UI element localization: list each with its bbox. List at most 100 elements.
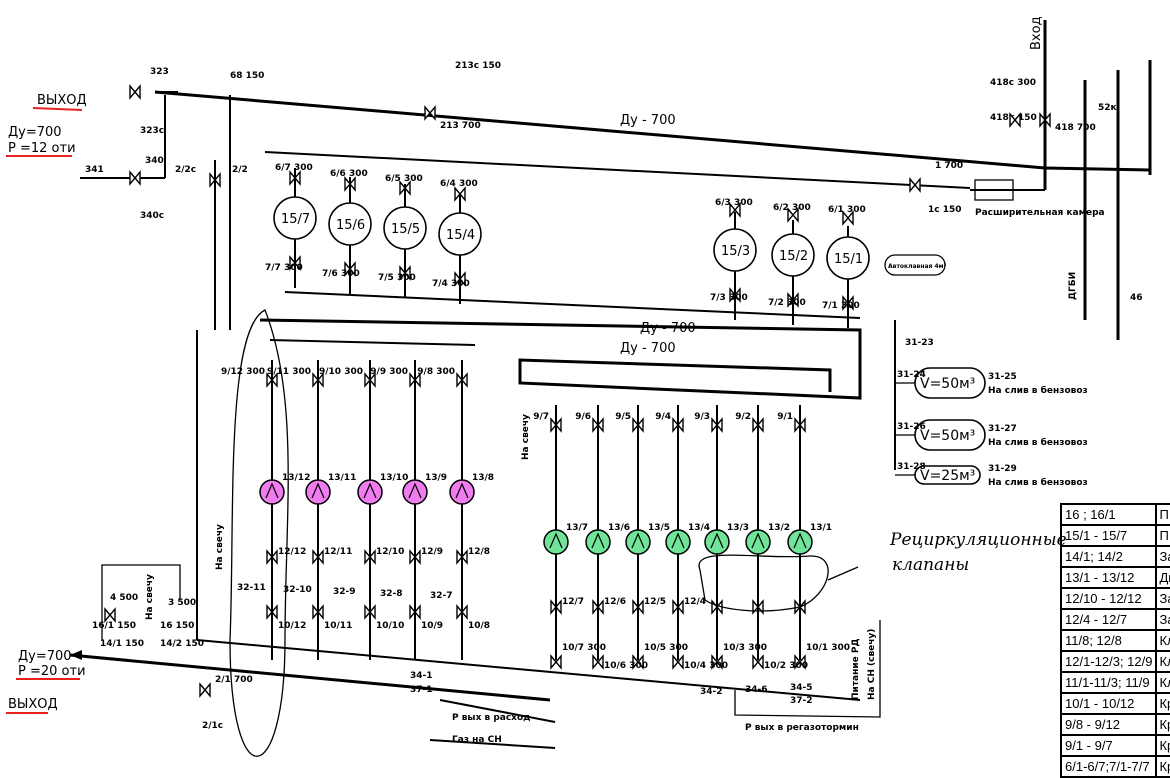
valve-9-label: 9/3 (694, 412, 710, 422)
control-valve-icon[interactable] (424, 105, 436, 121)
valve-6-icon[interactable] (344, 176, 356, 192)
pink-group-outline (229, 309, 289, 757)
valve-12-icon[interactable] (752, 599, 764, 615)
valve-9-label: 9/4 (655, 412, 671, 422)
valve-10-icon[interactable] (266, 604, 278, 620)
legend-description: Дн (1155, 566, 1170, 589)
legend-description: Кл (1155, 671, 1170, 694)
valve-10-icon[interactable] (794, 654, 806, 670)
valve-tag: 341 (85, 165, 104, 175)
control-valve-icon[interactable] (209, 172, 221, 188)
outlet-label-bottom: ВЫХОД (8, 697, 58, 712)
pump-arrow-icon (793, 532, 807, 549)
tank-15-2[interactable] (771, 233, 815, 277)
valve-10-icon[interactable] (456, 604, 468, 620)
valve-12-icon[interactable] (409, 549, 421, 565)
legend-range: 9/8 - 9/12 (1059, 713, 1158, 736)
tank-header-top (264, 151, 971, 189)
handwritten-note-line-2: клапаны (892, 555, 969, 575)
pump-label: 13/9 (425, 473, 447, 483)
loop-pipe-du700 (259, 318, 862, 400)
valve-10-icon[interactable] (592, 654, 604, 670)
tank-15-6[interactable] (328, 202, 372, 246)
valve-7-icon[interactable] (454, 271, 466, 287)
valve-7-icon[interactable] (344, 261, 356, 277)
valve-12-label: 12/4 (684, 597, 706, 607)
valve-6-icon[interactable] (842, 210, 854, 226)
valve-7-icon[interactable] (399, 265, 411, 281)
control-valve-icon[interactable] (104, 607, 116, 623)
vessel-outlet-tag: 31-29 (988, 464, 1017, 474)
vessel-outlet-tag: 31-25 (988, 372, 1017, 382)
valve-9-icon[interactable] (632, 417, 644, 433)
valve-9-icon[interactable] (364, 372, 376, 388)
valve-12-icon[interactable] (312, 549, 324, 565)
control-valve-icon[interactable] (1009, 112, 1021, 128)
valve-9-icon[interactable] (711, 417, 723, 433)
tank-15-3[interactable] (713, 228, 757, 272)
vessel-inlet-tag: 31-28 (897, 462, 926, 472)
valve-tag: 34-6 (745, 685, 768, 695)
valve-9-label: 9/2 (735, 412, 751, 422)
valve-12-icon[interactable] (266, 549, 278, 565)
valve-tag: 6/3 300 (715, 198, 753, 208)
valve-6-icon[interactable] (454, 186, 466, 202)
tank-15-4[interactable] (438, 212, 482, 256)
flare-label-1: На свечу (215, 524, 225, 570)
valve-9-icon[interactable] (592, 417, 604, 433)
valve-12-label: 12/11 (324, 547, 352, 557)
valve-9-icon[interactable] (794, 417, 806, 433)
valve-10-icon[interactable] (711, 654, 723, 670)
valve-tag: 323с (140, 126, 164, 136)
valve-10-icon[interactable] (550, 654, 562, 670)
tank-15-5[interactable] (383, 206, 427, 250)
pump-label: 13/5 (648, 523, 670, 533)
valve-10-icon[interactable] (312, 604, 324, 620)
tank-15-1[interactable] (826, 236, 870, 280)
valve-9-icon[interactable] (409, 372, 421, 388)
valve-9-icon[interactable] (672, 417, 684, 433)
valve-7-icon[interactable] (289, 255, 301, 271)
legend-row: 12/1-12/3; 12/9Кл (1059, 650, 1170, 673)
valve-10-icon[interactable] (632, 654, 644, 670)
valve-6-icon[interactable] (787, 207, 799, 223)
control-valve-icon[interactable] (1039, 112, 1051, 128)
pump-arrow-icon (710, 532, 724, 549)
pipe-bypass (101, 564, 181, 640)
legend-range: 11/1-11/3; 11/9 (1059, 671, 1158, 694)
valve-9-label: 9/9 300 (370, 367, 408, 377)
valve-6-icon[interactable] (399, 180, 411, 196)
valve-10-icon[interactable] (672, 654, 684, 670)
valve-12-icon[interactable] (364, 549, 376, 565)
valve-10-icon[interactable] (364, 604, 376, 620)
tank-15-7[interactable] (273, 196, 317, 240)
valve-9-icon[interactable] (550, 417, 562, 433)
valve-tag: 7/1 300 (822, 301, 860, 311)
valve-12-icon[interactable] (456, 549, 468, 565)
valve-12-icon[interactable] (592, 599, 604, 615)
valve-7-icon[interactable] (842, 295, 854, 311)
legend-row: 11/1-11/3; 11/9Кл (1059, 671, 1170, 694)
valve-12-icon[interactable] (672, 599, 684, 615)
valve-9-icon[interactable] (752, 417, 764, 433)
control-valve-icon[interactable] (909, 177, 921, 193)
control-valve-icon[interactable] (129, 84, 141, 100)
valve-6-icon[interactable] (729, 202, 741, 218)
valve-tag: 6/1 300 (828, 205, 866, 215)
legend-range: 16 ; 16/1 (1059, 503, 1158, 526)
valve-12-icon[interactable] (632, 599, 644, 615)
control-valve-icon[interactable] (199, 682, 211, 698)
valve-9-icon[interactable] (456, 372, 468, 388)
valve-10-icon[interactable] (752, 654, 764, 670)
valve-6-icon[interactable] (289, 170, 301, 186)
valve-7-icon[interactable] (729, 287, 741, 303)
legend-range: 11/8; 12/8 (1059, 629, 1158, 652)
valve-10-icon[interactable] (409, 604, 421, 620)
inlet-label: Вход (1029, 16, 1044, 50)
valve-12-icon[interactable] (550, 599, 562, 615)
valve-9-icon[interactable] (266, 372, 278, 388)
control-valve-icon[interactable] (129, 170, 141, 186)
valve-7-icon[interactable] (787, 292, 799, 308)
valve-9-icon[interactable] (312, 372, 324, 388)
feed-rd-label: Питание РД (851, 638, 861, 700)
